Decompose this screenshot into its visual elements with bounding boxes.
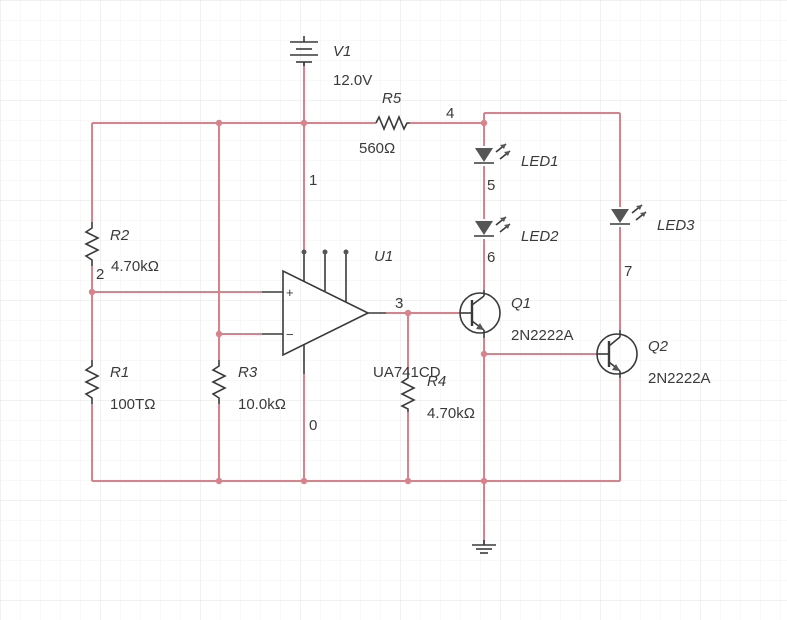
r1-value-label: 100TΩ <box>110 396 155 413</box>
r1-ref-label: R1 <box>110 364 129 381</box>
resistor-r2[interactable]: R2 4.70kΩ <box>84 222 159 275</box>
opamp-plus-sign: + <box>286 285 294 300</box>
r5-value-label: 560Ω <box>359 140 395 157</box>
net-labels: 0 1 2 3 4 5 6 7 <box>96 105 632 434</box>
resistor-r1[interactable]: R1 100TΩ <box>84 360 155 413</box>
resistor-r5[interactable]: R5 560Ω <box>359 90 410 157</box>
led-3[interactable]: LED3 <box>610 204 695 234</box>
q2-value-label: 2N2222A <box>648 370 711 387</box>
net-label-5: 5 <box>487 177 495 194</box>
net-label-6: 6 <box>487 249 495 266</box>
transistor-q1[interactable]: Q1 2N2222A <box>459 290 574 344</box>
v1-value-label: 12.0V <box>333 72 372 89</box>
net-label-1: 1 <box>309 172 317 189</box>
led-1[interactable]: LED1 <box>474 143 559 170</box>
net-label-2: 2 <box>96 266 104 283</box>
u1-value-label: UA741CD <box>373 364 441 381</box>
junctions <box>88 119 488 485</box>
q1-ref-label: Q1 <box>511 295 531 312</box>
r3-value-label: 10.0kΩ <box>238 396 286 413</box>
net-label-4: 4 <box>446 105 454 122</box>
r3-ref-label: R3 <box>238 364 258 381</box>
transistor-q2[interactable]: Q2 2N2222A <box>596 330 711 387</box>
v1-ref-label: V1 <box>333 43 351 60</box>
u1-ref-label: U1 <box>374 248 393 265</box>
q2-ref-label: Q2 <box>648 338 669 355</box>
led-2[interactable]: LED2 <box>474 216 559 245</box>
r4-value-label: 4.70kΩ <box>427 405 475 422</box>
opamp-u1[interactable]: + − U1 UA741CD <box>262 248 441 381</box>
led1-ref-label: LED1 <box>521 153 559 170</box>
r2-value-label: 4.70kΩ <box>111 258 159 275</box>
r4-ref-label: R4 <box>427 373 446 390</box>
led3-ref-label: LED3 <box>657 217 695 234</box>
net-label-0: 0 <box>309 417 317 434</box>
r2-ref-label: R2 <box>110 227 130 244</box>
wires <box>91 62 621 545</box>
net-label-7: 7 <box>624 263 632 280</box>
opamp-minus-sign: − <box>286 327 294 342</box>
resistor-r3[interactable]: R3 10.0kΩ <box>211 360 286 413</box>
r5-ref-label: R5 <box>382 90 402 107</box>
q1-value-label: 2N2222A <box>511 327 574 344</box>
led2-ref-label: LED2 <box>521 228 559 245</box>
battery-v1[interactable]: V1 12.0V <box>290 36 372 89</box>
net-label-3: 3 <box>395 295 403 312</box>
resistor-r4[interactable]: R4 4.70kΩ <box>400 372 475 422</box>
ground-symbol[interactable] <box>472 540 496 554</box>
